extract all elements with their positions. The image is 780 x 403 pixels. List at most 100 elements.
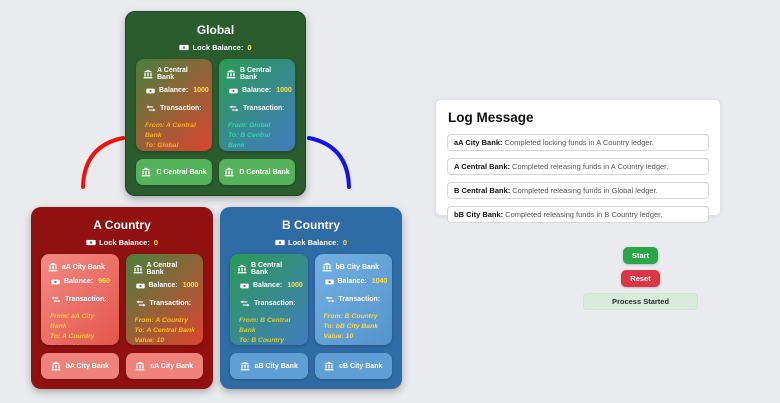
bank-chip-ab-city[interactable]: aB City Bank [230,353,308,379]
footer-banks: C Central Bank D Central Bank [136,159,295,185]
panel-title: Global [196,23,235,37]
tx-value: Value: 10 [323,333,354,341]
transaction-details: From: A Country To: A Central Bank Value… [135,316,197,345]
bank-icon [322,262,332,272]
transaction-details: From: aA City Bank To: A Country Value: … [50,312,112,345]
bank-card-a-central-global[interactable]: A Central Bank Balance: 1000 Transaction… [136,59,212,151]
bank-icon [51,361,61,371]
bank-card-bb-city[interactable]: bB City Bank Balance: 1040 Transaction: … [314,254,392,345]
transaction-icon [146,105,156,112]
bank-chip-label: cB City Bank [339,362,383,370]
tx-from: From: A Country [134,317,189,324]
bank-icon [48,262,58,272]
log-entry-message: Completed locking funds in A Country led… [504,138,654,147]
bank-card-b-central-country[interactable]: B Central Bank Balance: 1000 Transaction… [230,254,308,345]
bank-card-a-central-country[interactable]: A Central Bank Balance: 1000 Transaction… [125,254,203,345]
log-entry: B Central Bank:Completed releasing funds… [447,182,709,199]
tx-from: From: B Country [323,313,378,320]
bank-name: B Central Bank [240,67,272,81]
bank-name: B Central Bank [251,262,283,276]
transaction-icon [51,296,61,303]
tx-to: To: A Country [50,333,95,341]
transaction-label: Transaction: [254,300,296,307]
transaction-label: Transaction: [65,296,107,303]
bank-icon [226,69,236,79]
log-entry-bank: aA City Bank: [454,138,503,147]
panel-title: A Country [93,218,151,232]
bank-name: A Central Bank [146,262,178,276]
bank-chip-cb-city[interactable]: cB City Bank [314,353,392,379]
bank-name-row: A Central Bank [143,67,205,81]
lock-balance-label: Lock Balance: [192,43,244,52]
bank-card-aa-city[interactable]: aA City Bank Balance: 960 Transaction: F… [41,254,119,345]
transaction-icon [325,296,335,303]
bank-cards: B Central Bank Balance: 1000 Transaction… [230,254,392,345]
panel-b-country: B Country Lock Balance: 0 B Central Bank… [220,207,402,389]
bank-chip-c-central[interactable]: C Central Bank [136,159,212,185]
tx-value: Value: 10 [134,337,165,345]
tx-from: From: A Central Bank [145,122,196,140]
bank-icon [133,264,143,274]
banknote-icon [240,283,249,289]
transaction-row: Transaction: [229,105,288,112]
lock-balance-row: Lock Balance: 0 [136,43,295,52]
balance-row: Balance: 960 [51,278,112,285]
balance-row: Balance: 1000 [229,87,292,94]
balance-value: 1000 [193,87,209,94]
bank-name: A Central Bank [157,67,188,81]
start-button[interactable]: Start [622,247,659,264]
tx-to: To: bB City Bank [323,323,379,331]
banknote-icon [51,279,60,285]
log-entry-bank: B Central Bank: [454,186,511,195]
bank-icon [141,167,151,177]
bank-chip-label: aB City Bank [254,362,298,370]
bank-icon [240,361,250,371]
transaction-label: Transaction: [338,296,381,303]
bank-card-b-central-global[interactable]: B Central Bank Balance: 1000 Transaction… [219,59,295,151]
lock-balance-value: 0 [153,238,159,247]
log-entry: aA City Bank:Completed locking funds in … [447,134,709,151]
tx-from: From: B Central Bank [239,317,291,335]
log-entry-bank: bB City Bank: [454,210,504,219]
transaction-row: Transaction: [136,300,197,307]
lock-balance-label: Lock Balance: [98,238,150,247]
lock-balance-value: 0 [247,43,252,52]
bank-chip-ba-city[interactable]: bA City Bank [41,353,119,379]
tx-to: To: B Central Bank [228,132,271,150]
balance-value: 1000 [182,282,199,289]
bank-name-row: B Central Bank [237,262,301,276]
tx-value: Value: 10 [50,343,112,345]
footer-banks: aB City Bank cB City Bank [230,353,392,379]
log-title: Log Message [448,110,534,125]
banknote-icon [146,88,155,94]
lock-balance-value: 0 [342,238,348,247]
tx-to: To: B Country [239,337,285,345]
bank-chip-ca-city[interactable]: cA City Bank [125,353,203,379]
tx-to: To: A Central Bank [134,327,195,335]
tx-from: From: Global [228,122,271,129]
status-banner: Process Started [583,293,698,310]
bank-name-row: bB City Bank [322,262,386,272]
reset-button[interactable]: Reset [621,270,660,287]
bank-name-row: B Central Bank [226,67,288,81]
controls: Start Reset Process Started [583,247,698,310]
lock-balance-row: Lock Balance: 0 [230,238,392,247]
log-entry: bB City Bank:Completed releasing funds i… [447,206,709,223]
balance-row: Balance: 1000 [240,282,303,289]
bank-name-row: aA City Bank [48,262,112,272]
banknote-icon [275,239,285,246]
footer-banks: bA City Bank cA City Bank [41,353,203,379]
balance-value: 1000 [287,282,303,289]
transaction-label: Transaction: [243,105,285,112]
bank-name: bB City Bank [335,263,380,271]
transaction-label: Transaction: [149,300,192,307]
transaction-details: From: A Central Bank To: Global Value: 1… [145,121,205,151]
bank-name: aA City Bank [62,263,105,271]
balance-row: Balance: 1000 [146,87,209,94]
bank-chip-label: cA City Bank [150,362,194,370]
transaction-row: Transaction: [51,296,112,303]
log-entry-message: Completed releasing funds in B Country l… [505,210,663,219]
banknote-icon [86,239,96,246]
tx-to: To: Global [145,142,179,150]
bank-chip-d-central[interactable]: D Central Bank [219,159,295,185]
